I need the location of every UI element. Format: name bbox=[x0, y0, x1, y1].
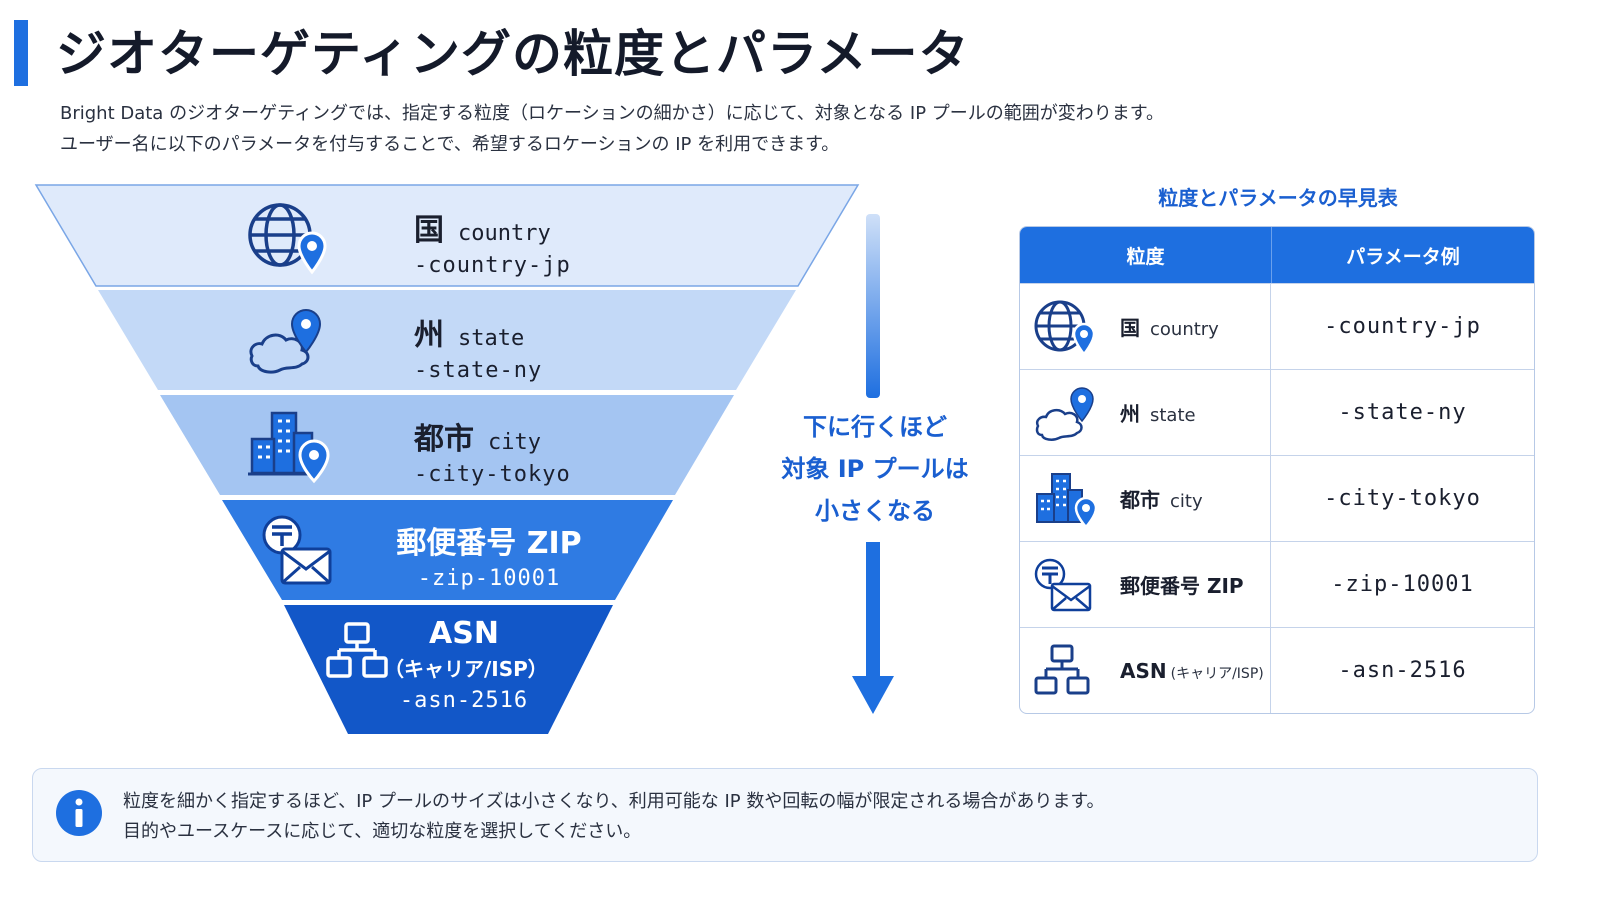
map-pin-icon bbox=[1035, 387, 1094, 441]
row-param: -asn-2516 bbox=[1338, 658, 1467, 683]
row-name: 都市 bbox=[1120, 488, 1160, 512]
row-granularity-cell: ASN(キャリア/ISP) bbox=[1020, 628, 1271, 713]
arrow-caption-line: 下に行くほど bbox=[803, 413, 947, 441]
row-en: country bbox=[1150, 319, 1219, 340]
intro-line: Bright Data のジオターゲティングでは、指定する粒度（ロケーションの細… bbox=[60, 103, 1164, 124]
table-row: 都市 city -city-tokyo bbox=[1020, 455, 1534, 541]
row-param: -city-tokyo bbox=[1324, 486, 1481, 511]
table-row: 州 state -state-ny bbox=[1020, 369, 1534, 455]
map-pin-icon bbox=[249, 308, 322, 374]
row-granularity-cell: 国 country bbox=[1020, 284, 1271, 369]
row-label: 州 state bbox=[1120, 398, 1196, 427]
arrow-caption: 下に行くほど 対象 IP プールは 小さくなる bbox=[760, 406, 990, 532]
funnel-level-zip: 郵便番号 ZIP -zip-10001 bbox=[384, 518, 594, 591]
globe-pin-icon bbox=[1034, 300, 1096, 356]
row-label: 国 country bbox=[1120, 312, 1219, 341]
level-param: -city-tokyo bbox=[414, 462, 571, 487]
down-arrow-shaft-top bbox=[866, 214, 880, 398]
note-line: 粒度を細かく指定するほど、IP プールのサイズは小さくなり、利用可能な IP 数… bbox=[123, 791, 1105, 812]
level-en: city bbox=[488, 430, 541, 455]
row-granularity-cell: 郵便番号 ZIP bbox=[1020, 542, 1271, 627]
funnel-level-country: 国 country -country-jp bbox=[414, 205, 571, 278]
row-label: 郵便番号 ZIP bbox=[1120, 570, 1244, 599]
funnel-level-asn: ASN （キャリア/ISP） -asn-2516 bbox=[384, 616, 548, 713]
level-name: ASN bbox=[429, 616, 499, 651]
level-param: -zip-10001 bbox=[417, 566, 561, 591]
row-name: 国 bbox=[1120, 316, 1140, 340]
intro-line: ユーザー名に以下のパラメータを付与することで、希望するロケーションの IP を利… bbox=[60, 134, 840, 155]
row-en: state bbox=[1150, 405, 1196, 426]
table-row: 郵便番号 ZIP -zip-10001 bbox=[1020, 541, 1534, 627]
funnel-level-state: 州 state -state-ny bbox=[414, 310, 542, 383]
note-text: 粒度を細かく指定するほど、IP プールのサイズは小さくなり、利用可能な IP 数… bbox=[123, 787, 1105, 847]
info-note: 粒度を細かく指定するほど、IP プールのサイズは小さくなり、利用可能な IP 数… bbox=[32, 768, 1538, 862]
level-en: country bbox=[458, 221, 551, 246]
row-granularity-cell: 都市 city bbox=[1020, 456, 1271, 541]
down-arrow-shaft-bottom bbox=[866, 542, 880, 676]
intro-text: Bright Data のジオターゲティングでは、指定する粒度（ロケーションの細… bbox=[60, 98, 1164, 160]
row-param: -country-jp bbox=[1324, 314, 1481, 339]
funnel-level-city: 都市 city -city-tokyo bbox=[414, 414, 571, 487]
level-param: -country-jp bbox=[414, 253, 571, 278]
postal-mail-icon bbox=[262, 515, 332, 585]
row-name: 郵便番号 ZIP bbox=[1120, 574, 1244, 598]
arrow-caption-line: 対象 IP プールは bbox=[781, 455, 969, 483]
postal-mail-icon bbox=[1034, 558, 1092, 612]
network-icon bbox=[1034, 644, 1090, 695]
network-icon bbox=[326, 622, 388, 678]
row-label: 都市 city bbox=[1120, 484, 1203, 513]
row-en: city bbox=[1170, 491, 1203, 512]
header-granularity: 粒度 bbox=[1020, 227, 1272, 283]
row-en: (キャリア/ISP) bbox=[1170, 665, 1264, 682]
buildings-pin-icon bbox=[248, 411, 330, 484]
row-param: -zip-10001 bbox=[1331, 572, 1474, 597]
reference-table: 粒度 パラメータ例 国 country -country-jp 州 state bbox=[1019, 226, 1535, 714]
row-granularity-cell: 州 state bbox=[1020, 370, 1271, 455]
level-name: 郵便番号 ZIP bbox=[396, 526, 582, 561]
table-header: 粒度 パラメータ例 bbox=[1020, 227, 1534, 283]
page-title: ジオターゲティングの粒度とパラメータ bbox=[56, 25, 970, 83]
table-title: 粒度とパラメータの早見表 bbox=[1158, 186, 1398, 210]
title-accent-bar bbox=[14, 20, 28, 86]
granularity-funnel bbox=[34, 184, 894, 734]
row-name: ASN bbox=[1120, 658, 1167, 683]
row-param: -state-ny bbox=[1338, 400, 1467, 425]
arrow-caption-line: 小さくなる bbox=[815, 497, 935, 525]
level-name: 州 bbox=[414, 318, 444, 353]
row-name: 州 bbox=[1120, 402, 1140, 426]
level-en: （キャリア/ISP） bbox=[384, 657, 548, 681]
funnel-band-zip bbox=[222, 500, 673, 600]
down-arrow-head bbox=[852, 676, 894, 714]
level-param: -asn-2516 bbox=[399, 688, 529, 713]
level-en: state bbox=[458, 326, 525, 351]
table-row: 国 country -country-jp bbox=[1020, 283, 1534, 369]
table-row: ASN(キャリア/ISP) -asn-2516 bbox=[1020, 627, 1534, 713]
buildings-pin-icon bbox=[1036, 473, 1098, 528]
level-param: -state-ny bbox=[414, 358, 543, 383]
note-line: 目的やユースケースに応じて、適切な粒度を選択してください。 bbox=[123, 821, 642, 842]
header-param: パラメータ例 bbox=[1346, 245, 1460, 268]
level-name: 都市 bbox=[414, 422, 474, 457]
row-label: ASN(キャリア/ISP) bbox=[1120, 659, 1264, 683]
funnel-band-country bbox=[34, 184, 860, 287]
level-name: 国 bbox=[414, 213, 444, 248]
globe-pin-icon bbox=[248, 203, 327, 275]
funnel-band-state bbox=[98, 290, 796, 390]
info-icon bbox=[56, 790, 102, 836]
